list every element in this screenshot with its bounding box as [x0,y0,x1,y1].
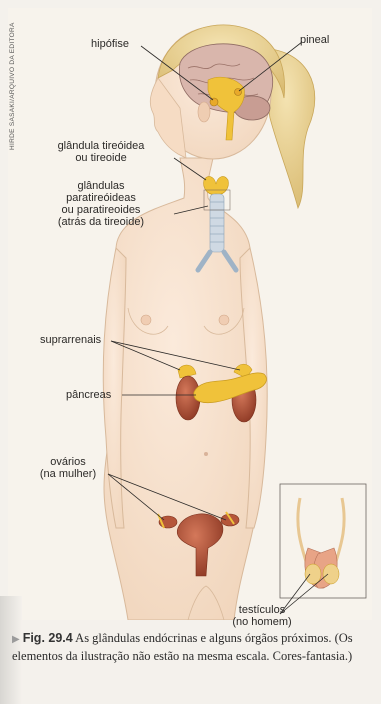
label-pineal: pineal [300,34,329,46]
endocrine-figure: hipófise pineal glândula tireóidea ou ti… [8,8,372,620]
ovary-right [221,514,239,526]
testicles-inset [280,484,366,598]
label-testiculos: testículos (no homem) [220,604,304,628]
hipofise-gland [210,98,218,106]
label-suprarrenais: suprarrenais [40,334,101,346]
trachea [210,194,224,252]
label-hipofise: hipófise [72,38,148,50]
figure-caption: ▶Fig. 29.4 As glândulas endócrinas e alg… [12,630,378,664]
thyroid-gland [204,177,229,195]
label-paratireoides: glândulas paratireóideas ou paratireoide… [28,180,174,228]
body-illustration [8,8,372,620]
label-tireoide: glândula tireóidea ou tireoide [26,140,176,164]
figure-number: Fig. 29.4 [23,631,73,645]
label-ovarios: ovários (na mulher) [32,456,104,480]
label-pancreas: pâncreas [66,389,111,401]
caption-arrow-icon: ▶ [12,634,20,645]
ear [198,102,210,122]
image-credit: HIRDE SASAKI/ARQUIVO DA EDITORA [9,22,16,150]
